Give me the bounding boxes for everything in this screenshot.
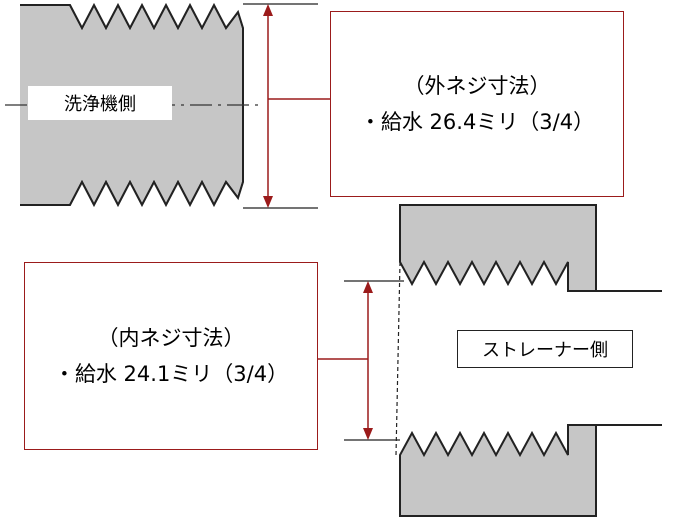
outer-thread-note-value: ・給水 26.4ミリ（3/4） (359, 110, 595, 134)
washer-side-top-mask (70, 0, 246, 28)
strainer-side-fitting (395, 204, 662, 517)
washer-side-label: 洗浄機側 (28, 86, 172, 120)
outer-dim-arrow-top (263, 4, 273, 16)
inner-dim-arrow-bottom (363, 428, 373, 440)
inner-thread-note: （内ネジ寸法） ・給水 24.1ミリ（3/4） (24, 262, 318, 450)
outer-thread-dimension (243, 3, 330, 209)
inner-thread-dimension (318, 280, 404, 441)
strainer-side-lower-wall (399, 424, 597, 517)
strainer-side-thread-reference (395, 261, 401, 456)
strainer-side-upper-wall (399, 204, 597, 292)
outer-dim-arrow-bottom (263, 196, 273, 208)
outer-thread-note: （外ネジ寸法） ・給水 26.4ミリ（3/4） (330, 11, 624, 197)
inner-thread-note-value: ・給水 24.1ミリ（3/4） (53, 362, 289, 386)
outer-thread-note-title: （外ネジ寸法） (403, 74, 551, 98)
inner-dim-arrow-top (363, 281, 373, 293)
inner-thread-note-title: （内ネジ寸法） (97, 326, 245, 350)
strainer-side-label: ストレーナー側 (457, 330, 633, 368)
washer-side-bottom-mask (70, 182, 246, 210)
